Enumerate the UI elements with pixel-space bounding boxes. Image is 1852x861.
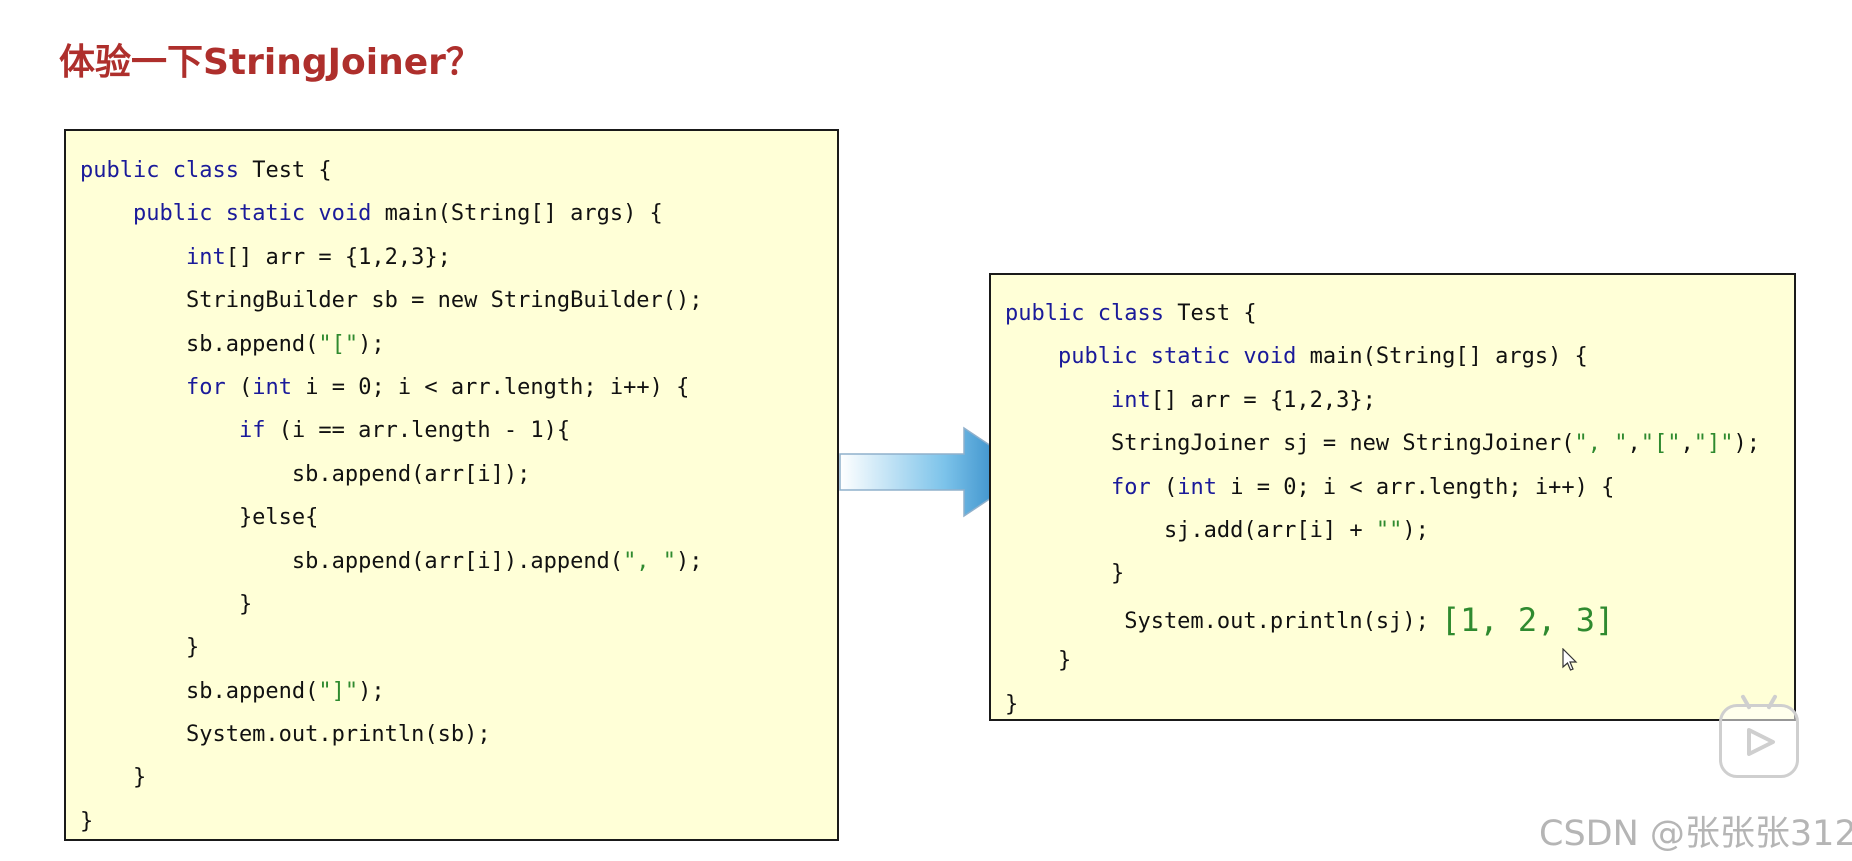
code-string: "[" <box>1640 431 1681 457</box>
code-line: } <box>80 800 837 843</box>
code-line: if (i == arr.length - 1){ <box>80 409 837 452</box>
code-text: , <box>1627 431 1641 457</box>
code-text: Test { <box>1163 301 1257 326</box>
code-keyword: public class <box>80 158 239 183</box>
code-text: } <box>1005 648 1072 674</box>
code-text: StringBuilder sb = new StringBuilder(); <box>80 288 703 314</box>
code-text: i = 0; i < arr.length; i++) { <box>1216 474 1615 500</box>
video-play-icon <box>1747 728 1775 756</box>
code-block-stringbuilder: public class Test { public static void m… <box>64 129 839 841</box>
code-text: sb.append( <box>80 331 319 357</box>
code-text <box>1005 388 1111 413</box>
code-text: (i == arr.length - 1){ <box>265 418 571 444</box>
code-text: [] arr = {1,2,3}; <box>1150 387 1376 413</box>
code-text: System.out.println(sj); <box>1005 608 1429 634</box>
code-text <box>80 245 186 270</box>
code-line: int[] arr = {1,2,3}; <box>1005 379 1794 422</box>
code-text: ); <box>358 331 385 357</box>
code-text: } <box>80 635 200 661</box>
code-text <box>80 375 186 400</box>
code-text: } <box>1005 561 1125 587</box>
mouse-pointer-icon <box>1562 648 1578 671</box>
code-text: StringJoiner sj = new StringJoiner( <box>1005 431 1575 457</box>
code-keyword: int <box>1177 474 1217 500</box>
code-string: ", " <box>1574 431 1628 457</box>
code-keyword: public class <box>1005 301 1164 326</box>
code-keyword: int <box>1110 387 1151 413</box>
code-line: } <box>80 626 837 669</box>
code-line: } <box>1005 552 1794 595</box>
code-line: System.out.println(sb); <box>80 713 837 756</box>
code-text: } <box>80 591 253 617</box>
code-text: [] arr = {1,2,3}; <box>225 244 451 270</box>
code-line: public class Test { <box>80 149 837 192</box>
code-line: }else{ <box>80 496 837 539</box>
code-text: sj.add(arr[i] + <box>1005 517 1376 543</box>
code-line: } <box>1005 683 1794 726</box>
csdn-watermark: CSDN @张张张312 <box>1539 814 1852 854</box>
code-keyword: for <box>185 374 226 400</box>
code-keyword: public static void <box>132 201 372 227</box>
code-text: }else{ <box>80 505 319 531</box>
code-text: sb.append(arr[i]).append( <box>80 548 624 574</box>
code-text: , <box>1680 431 1694 457</box>
code-line: public static void main(String[] args) { <box>80 192 837 235</box>
code-line: } <box>80 756 837 799</box>
code-text: ); <box>1733 431 1761 457</box>
code-text <box>80 418 239 443</box>
code-text: sb.append(arr[i]); <box>80 461 531 487</box>
code-keyword: int <box>185 244 226 270</box>
code-line: sb.append(arr[i]).append(", "); <box>80 540 837 583</box>
code-line: StringJoiner sj = new StringJoiner(", ",… <box>1005 422 1794 465</box>
code-string: "]" <box>318 678 359 704</box>
code-line: int[] arr = {1,2,3}; <box>80 236 837 279</box>
code-block-stringjoiner: public class Test { public static void m… <box>989 273 1796 721</box>
code-keyword: for <box>1110 474 1151 500</box>
code-line: public class Test { <box>1005 292 1794 335</box>
code-text: Test { <box>238 158 332 183</box>
code-string: "]" <box>1693 431 1734 457</box>
code-text <box>1005 344 1058 369</box>
code-line: } <box>80 583 837 626</box>
code-line: sb.append(arr[i]); <box>80 453 837 496</box>
video-play-button[interactable] <box>1719 694 1799 778</box>
code-text: ); <box>358 678 385 704</box>
code-line: } <box>1005 639 1794 682</box>
code-keyword: int <box>252 374 292 400</box>
code-line: sb.append("["); <box>80 323 837 366</box>
code-keyword: public static void <box>1057 344 1297 370</box>
code-text <box>1005 475 1111 500</box>
code-text: sb.append( <box>80 678 319 704</box>
code-text: ( <box>1150 474 1178 500</box>
code-keyword: if <box>238 418 266 444</box>
code-text: main(String[] args) { <box>371 201 663 227</box>
code-string: ", " <box>623 548 677 574</box>
code-text <box>80 201 133 226</box>
code-text: } <box>1005 691 1019 717</box>
code-line: public static void main(String[] args) { <box>1005 335 1794 378</box>
code-line: sb.append("]"); <box>80 670 837 713</box>
code-text: } <box>80 765 147 791</box>
code-string: "" <box>1375 517 1403 543</box>
code-text: } <box>80 808 94 834</box>
program-output: [1, 2, 3] <box>1440 600 1615 639</box>
code-text: System.out.println(sb); <box>80 722 491 748</box>
code-text: main(String[] args) { <box>1296 344 1588 370</box>
code-text: ( <box>225 374 253 400</box>
code-line: sj.add(arr[i] + ""); <box>1005 509 1794 552</box>
code-text: ); <box>1402 517 1429 543</box>
code-string: "[" <box>318 331 359 357</box>
code-line: System.out.println(sj); [1, 2, 3] <box>1005 596 1794 639</box>
code-line: StringBuilder sb = new StringBuilder(); <box>80 279 837 322</box>
code-text: ); <box>676 548 703 574</box>
slide-title: 体验一下StringJoiner？ <box>59 42 482 83</box>
code-line: for (int i = 0; i < arr.length; i++) { <box>80 366 837 409</box>
code-line: for (int i = 0; i < arr.length; i++) { <box>1005 466 1794 509</box>
code-text: i = 0; i < arr.length; i++) { <box>291 374 690 400</box>
